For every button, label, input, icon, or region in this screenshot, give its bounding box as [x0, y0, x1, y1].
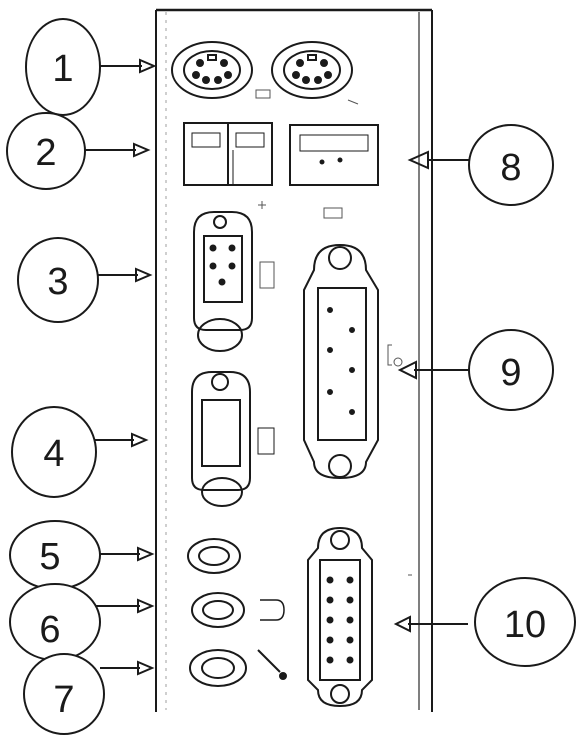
- callout-8-label: 8: [500, 147, 521, 189]
- callout-3-label: 3: [47, 261, 68, 303]
- serial-port: [193, 211, 253, 352]
- callout-1-label: 1: [52, 48, 73, 90]
- callout-10-label: 10: [504, 604, 546, 646]
- callout-7: 7: [23, 653, 105, 735]
- callout-10: 10: [474, 577, 576, 667]
- callout-5-label: 5: [39, 536, 60, 578]
- usb-port-pair-right: [289, 124, 379, 186]
- callout-2-label: 2: [35, 132, 56, 174]
- leader-arrows-left: [84, 58, 157, 676]
- callout-4: 4: [11, 406, 97, 498]
- usb-port-pair-left: [183, 122, 273, 186]
- serial-port-2: [191, 371, 275, 507]
- callout-3: 3: [17, 237, 99, 323]
- callout-2: 2: [6, 112, 86, 190]
- callout-9: 9: [468, 329, 554, 411]
- audio-jack-line-out: [187, 538, 241, 574]
- callout-5: 5: [9, 520, 101, 590]
- callout-4-label: 4: [43, 433, 64, 475]
- audio-jack-line-in: [191, 592, 285, 628]
- callout-8: 8: [468, 124, 554, 206]
- back-panel: [155, 8, 433, 712]
- panel-markings: [255, 89, 412, 576]
- ps2-port-right: [271, 41, 353, 99]
- parallel-port: [303, 243, 379, 480]
- callout-6-label: 6: [39, 609, 60, 651]
- callout-6: 6: [9, 583, 101, 661]
- audio-jack-mic: [189, 649, 287, 687]
- callout-9-label: 9: [500, 352, 521, 394]
- ps2-port-left: [171, 41, 253, 99]
- game-port: [307, 526, 373, 708]
- leader-arrows-right: [393, 150, 470, 633]
- callout-7-label: 7: [53, 679, 74, 721]
- callout-1: 1: [25, 18, 101, 116]
